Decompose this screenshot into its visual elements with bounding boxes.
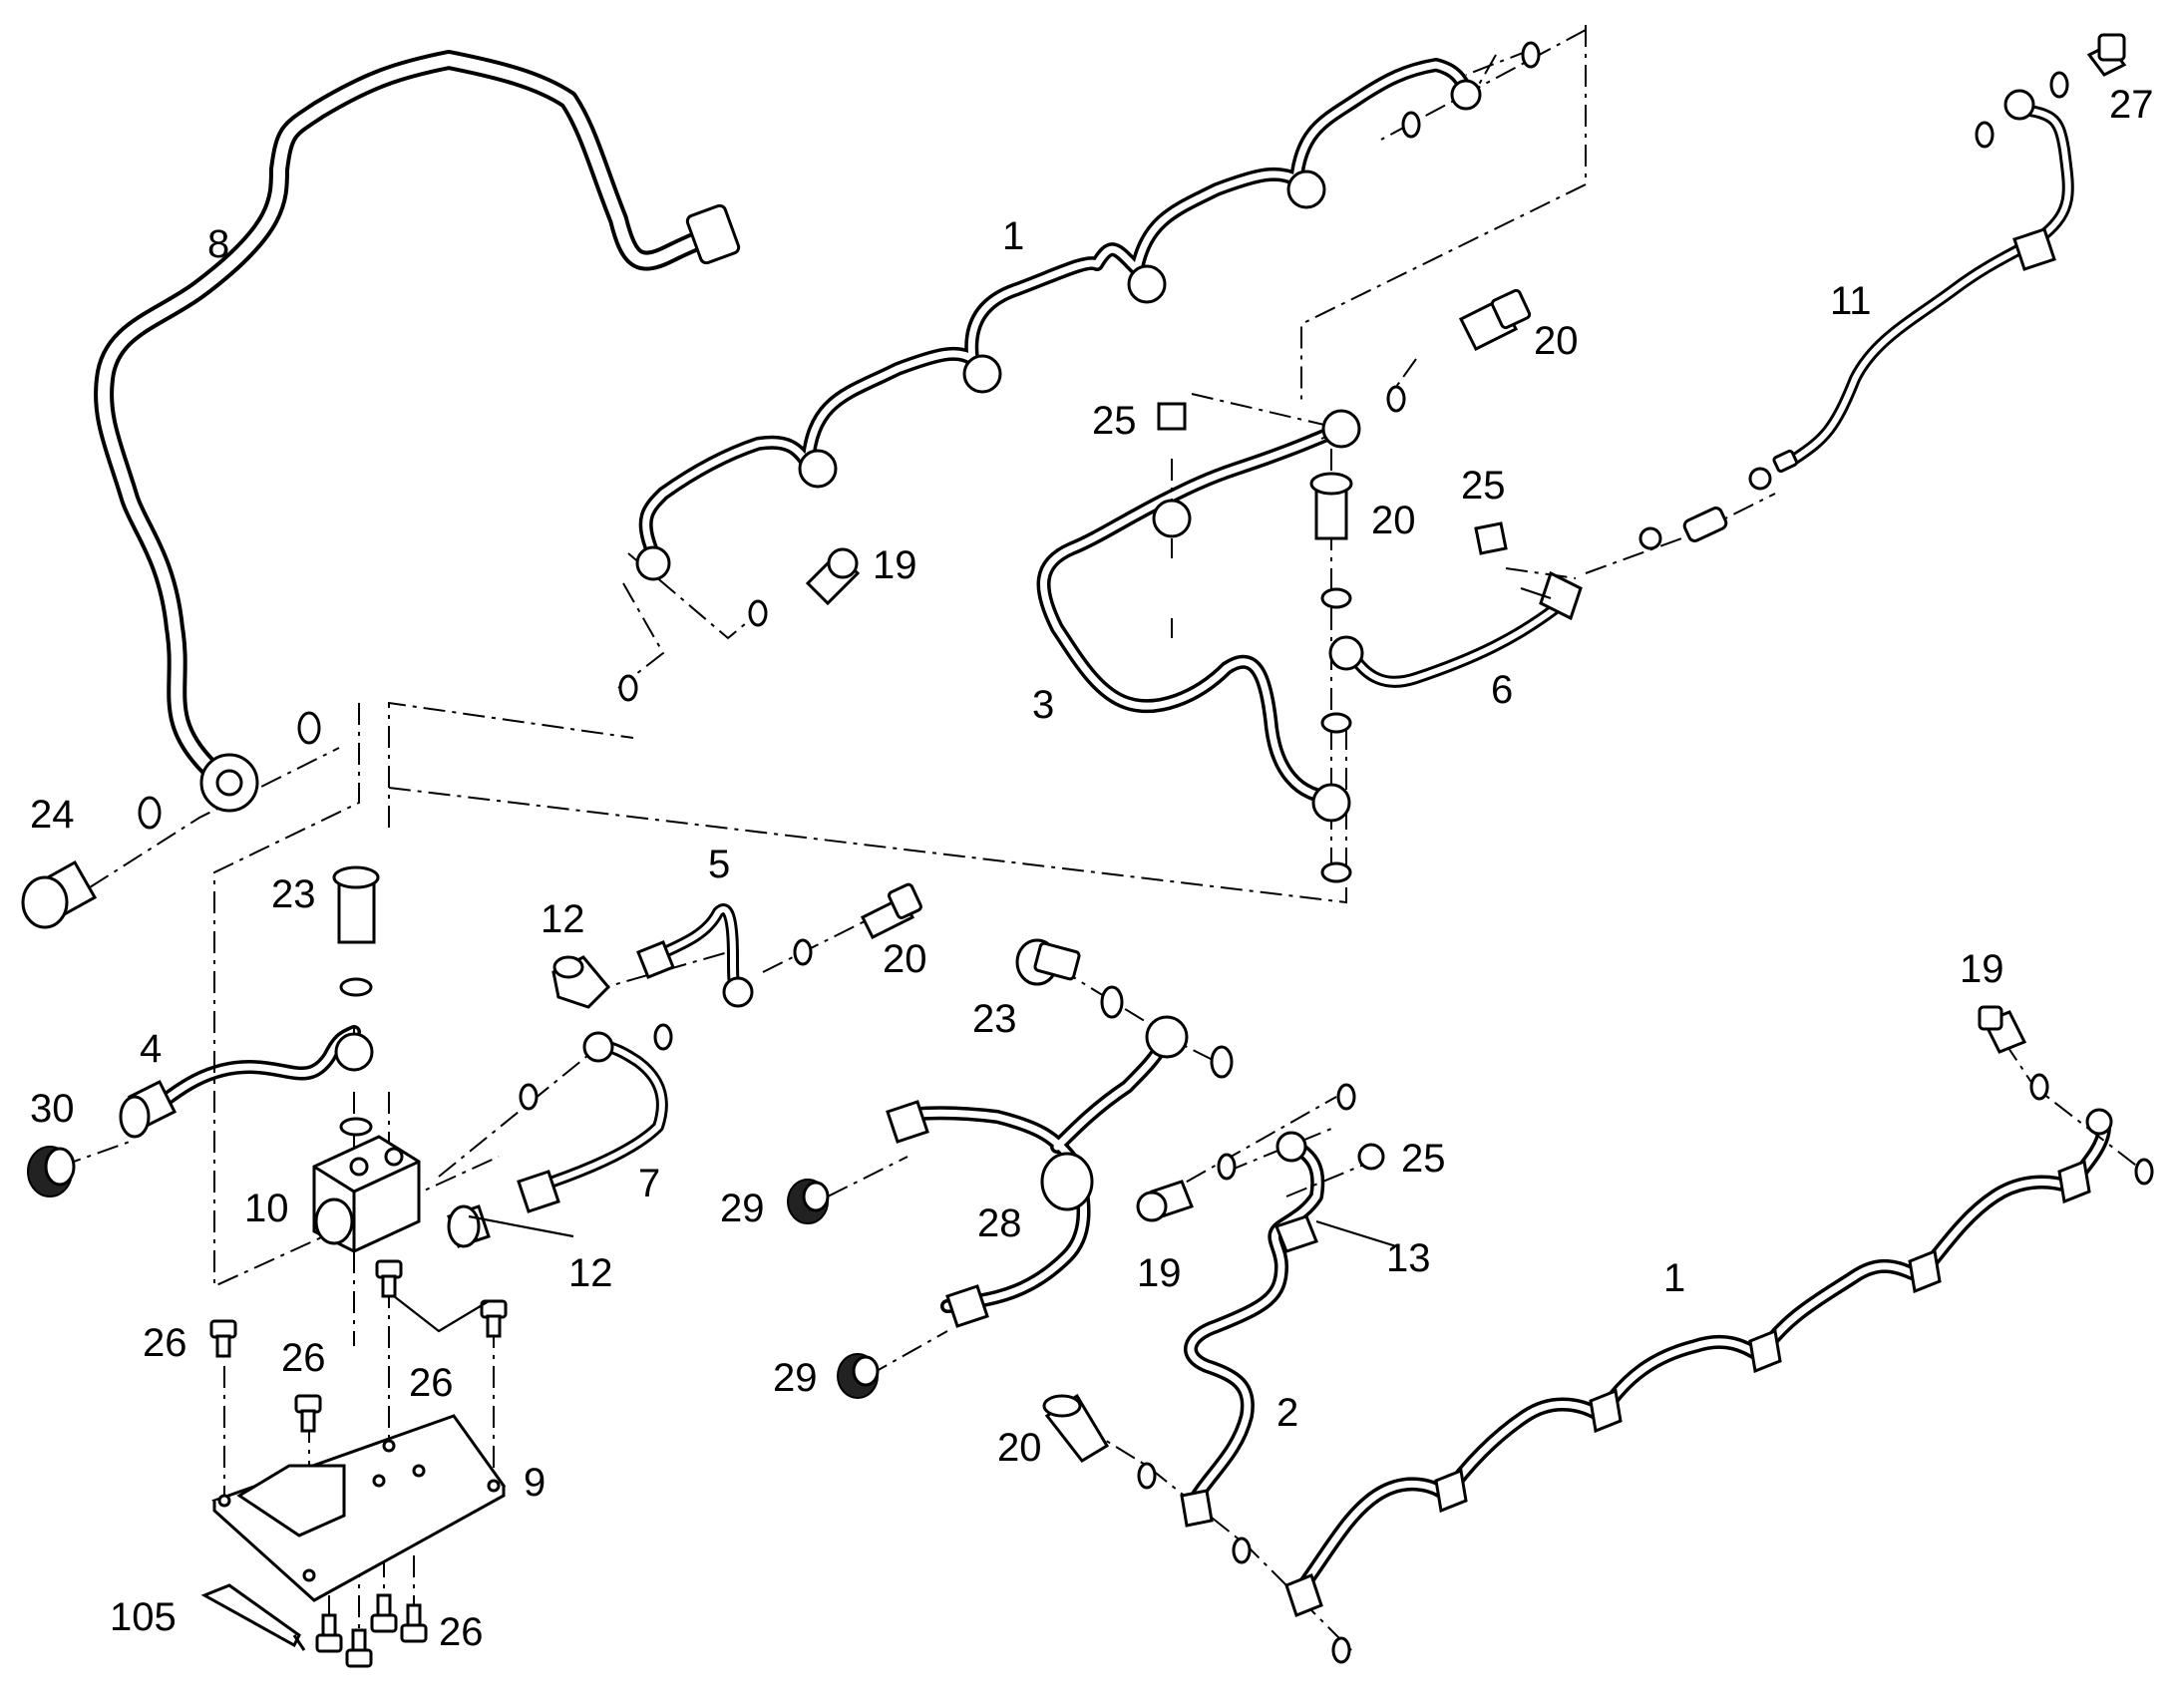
pipe-1-lower <box>1289 1120 2111 1602</box>
nut-8 <box>685 203 741 265</box>
callout-26-a: 26 <box>143 1321 187 1365</box>
callout-4: 4 <box>140 1027 162 1071</box>
callout-20-upper: 20 <box>1534 319 1579 363</box>
callout-6: 6 <box>1491 668 1513 712</box>
callout-19-mid: 19 <box>1137 1251 1182 1295</box>
pipe-group <box>94 50 2111 1602</box>
ring-24 <box>297 711 321 745</box>
callout-9: 9 <box>524 1461 545 1505</box>
callout-11: 11 <box>1830 279 1872 323</box>
banjo-1a <box>635 545 671 581</box>
pipe-28 <box>896 1030 1174 1313</box>
callout-29-lower: 29 <box>773 1356 818 1400</box>
pipe-8 <box>94 50 733 778</box>
callout-29-upper: 29 <box>720 1187 765 1230</box>
callout-5: 5 <box>708 843 730 886</box>
callout-28: 28 <box>977 1201 1022 1245</box>
callout-30: 30 <box>30 1087 75 1131</box>
ring-24b <box>138 796 162 830</box>
callout-23-right: 23 <box>972 997 1017 1041</box>
callout-12-upper: 12 <box>541 897 585 941</box>
callout-13: 13 <box>1386 1236 1431 1280</box>
callout-12-lower: 12 <box>568 1251 613 1295</box>
callout-24: 24 <box>30 793 75 837</box>
callout-1-lower: 1 <box>1663 1256 1685 1300</box>
callout-26-c: 26 <box>409 1361 454 1405</box>
leader-lines <box>393 586 1552 1333</box>
callout-2: 2 <box>1276 1391 1298 1435</box>
callout-20-lower: 20 <box>997 1426 1042 1470</box>
assembly-lines <box>59 25 2145 1656</box>
callout-10: 10 <box>244 1187 289 1230</box>
callout-105: 105 <box>110 1595 177 1639</box>
bolt-26-group <box>209 1259 508 1668</box>
components <box>21 33 2154 1668</box>
bolt-25c <box>1357 1143 1385 1171</box>
callout-23-left: 23 <box>271 872 316 916</box>
callout-19-right: 19 <box>1960 947 2004 991</box>
callout-26-d: 26 <box>439 1610 484 1654</box>
callout-20-mid: 20 <box>1371 499 1416 542</box>
callout-25-right: 25 <box>1401 1137 1446 1181</box>
callout-3: 3 <box>1032 683 1054 727</box>
pipe-4 <box>138 1025 361 1124</box>
sealant-tube-105 <box>200 1583 301 1648</box>
callout-labels: 8 1 27 11 20 25 20 25 19 3 6 24 23 5 12 … <box>30 83 2154 1654</box>
bolt-25b <box>1474 521 1508 555</box>
callout-20-left: 20 <box>883 937 927 981</box>
callout-25-upper: 25 <box>1092 399 1137 443</box>
callout-19-upper: 19 <box>873 543 917 587</box>
callout-8: 8 <box>207 222 229 266</box>
callout-26-b: 26 <box>281 1336 326 1380</box>
callout-1-upper: 1 <box>1002 214 1024 258</box>
bolt-25a <box>1157 402 1187 431</box>
pipe-6 <box>1345 602 1562 688</box>
callout-27: 27 <box>2109 83 2154 127</box>
callout-25-mid: 25 <box>1461 464 1506 508</box>
callout-7: 7 <box>638 1162 660 1205</box>
